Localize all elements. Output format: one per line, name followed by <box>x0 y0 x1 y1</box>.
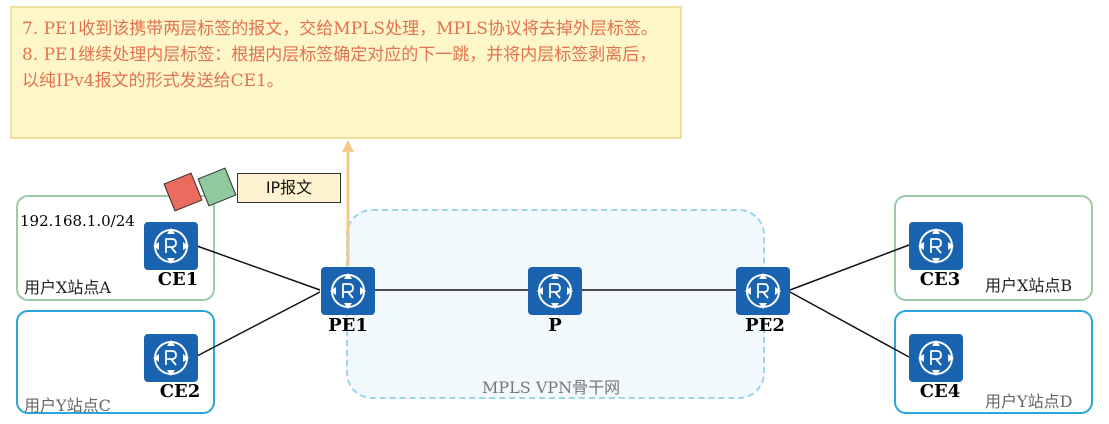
site-label-d: 用户Y站点D <box>985 392 1073 411</box>
up-arrow-head <box>342 140 354 152</box>
link-ce2-pe1 <box>196 291 321 357</box>
router-icon <box>909 334 963 382</box>
router-icon <box>736 267 790 315</box>
subnet-label: 192.168.1.0/24 <box>20 212 135 230</box>
node-label-ce1: CE1 <box>157 269 199 290</box>
step-7-text: 7. PE1收到该携带两层标签的报文，交给MPLS处理，MPLS协议将去掉外层标… <box>22 19 658 39</box>
node-label-ce4: CE4 <box>919 381 961 402</box>
router-glyph <box>153 340 189 376</box>
router-icon <box>909 222 963 270</box>
router-glyph <box>330 273 366 309</box>
router-icon <box>144 222 198 270</box>
site-label-c: 用户Y站点C <box>24 396 111 415</box>
backbone-label: MPLS VPN骨干网 <box>482 378 621 397</box>
router-glyph <box>537 273 573 309</box>
link-pe2-ce3 <box>789 244 910 291</box>
link-pe2-ce4 <box>789 291 910 358</box>
step-note: 7. PE1收到该携带两层标签的报文，交给MPLS处理，MPLS协议将去掉外层标… <box>10 6 682 139</box>
router-glyph <box>918 228 954 264</box>
ip-packet-label: IP报文 <box>237 173 341 203</box>
step-8-text: 8. PE1继续处理内层标签：根据内层标签确定对应的下一跳，并将内层标签剥离后，… <box>22 45 657 91</box>
router-glyph <box>918 340 954 376</box>
router-icon <box>528 267 582 315</box>
router-glyph <box>153 228 189 264</box>
link-ce1-pe1 <box>196 245 321 291</box>
node-label-ce2: CE2 <box>159 381 201 402</box>
node-label-ce3: CE3 <box>919 269 961 290</box>
node-label-p: P <box>548 315 562 336</box>
router-glyph <box>745 273 781 309</box>
node-label-pe1: PE1 <box>328 315 368 336</box>
router-icon <box>321 267 375 315</box>
node-label-pe2: PE2 <box>745 315 785 336</box>
router-icon <box>144 334 198 382</box>
site-label-b: 用户X站点B <box>985 276 1073 295</box>
site-label-a: 用户X站点A <box>24 278 111 297</box>
